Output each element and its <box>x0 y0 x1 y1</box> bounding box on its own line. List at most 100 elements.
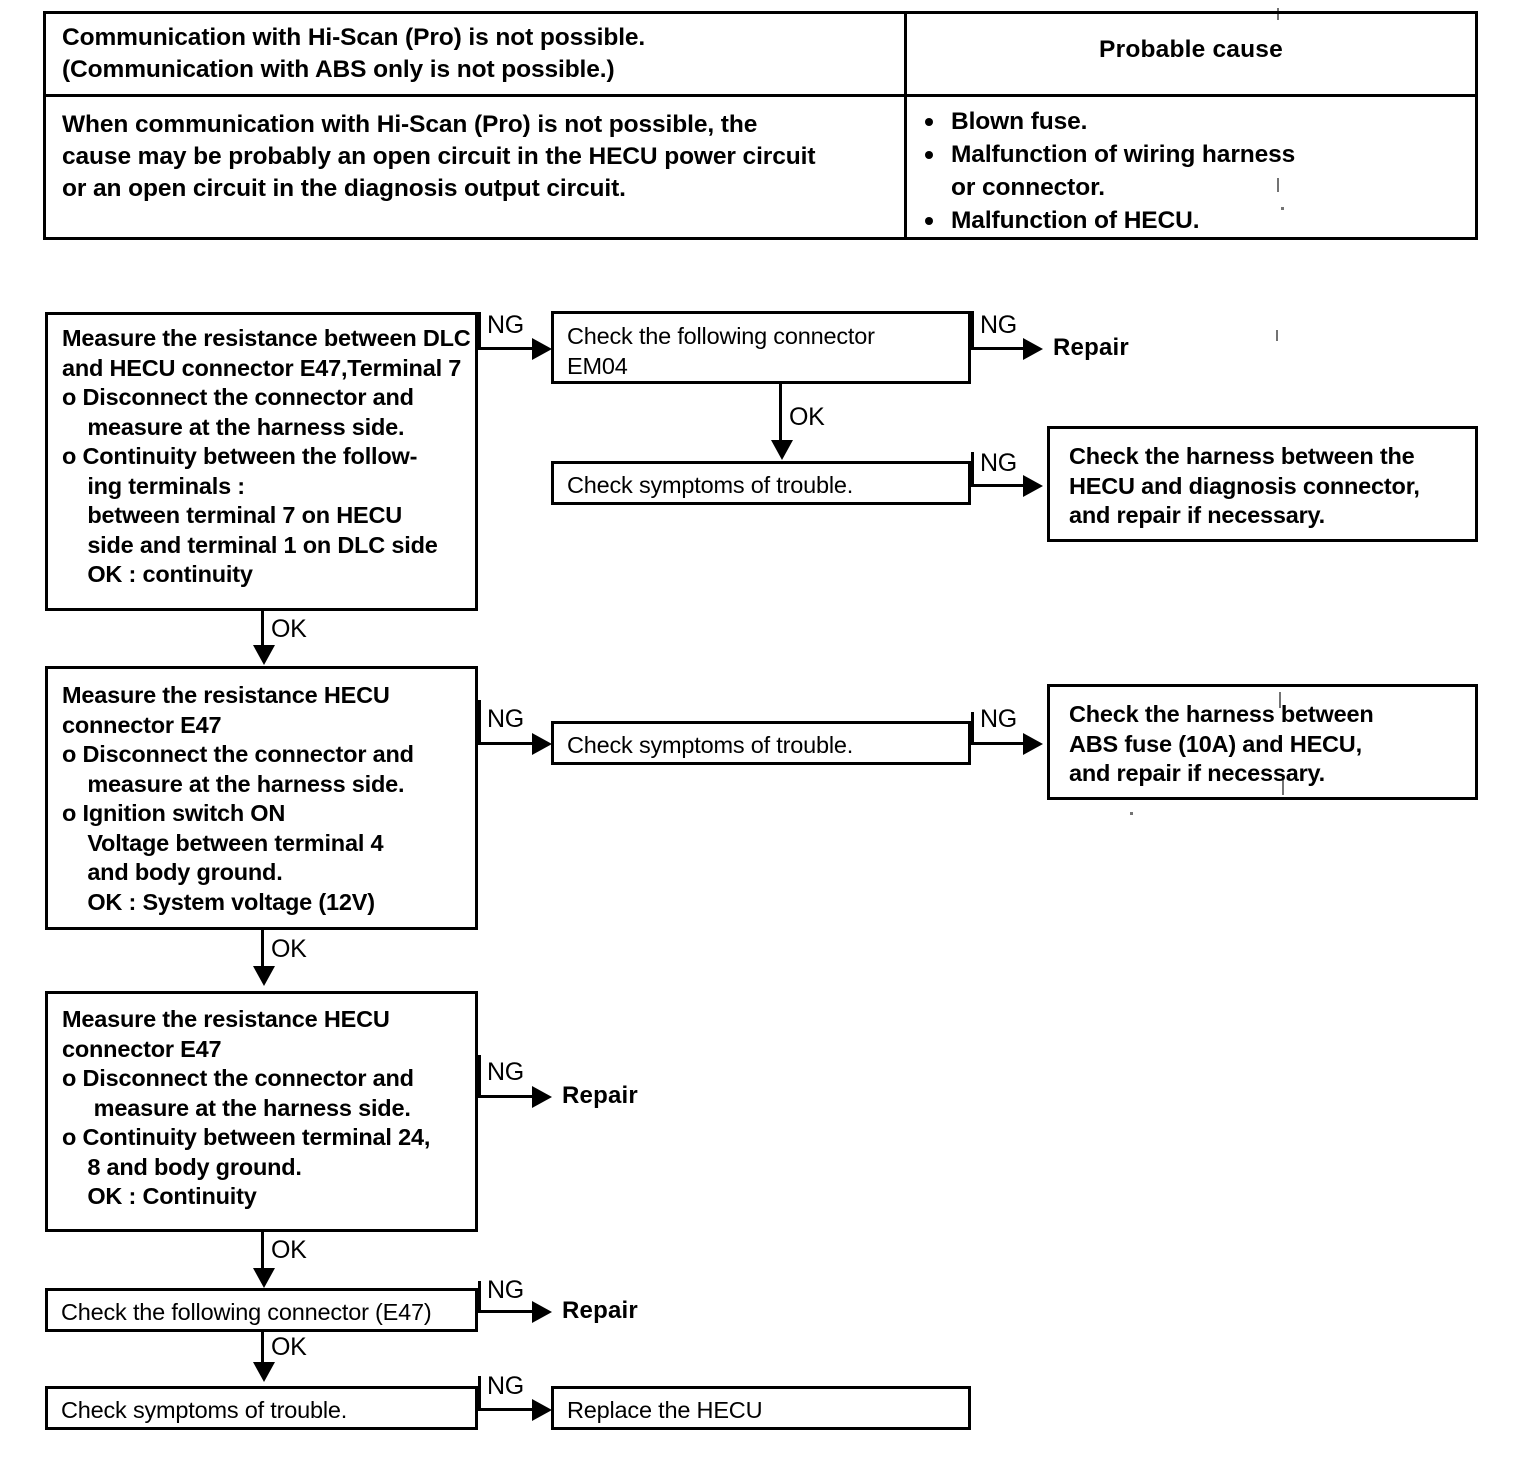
arrowhead-right <box>1023 338 1043 360</box>
flow-check-em04-text: Check the following connector EM04 <box>567 323 875 379</box>
scan-artifact <box>1276 330 1278 341</box>
edge-em04-ng-stub <box>971 311 974 347</box>
list-item: Malfunction of HECU. <box>925 204 1475 237</box>
table-body-row: When communication with Hi-Scan (Pro) is… <box>46 94 1475 237</box>
flow-step-1-box: Measure the resistance between DLC and H… <box>45 312 478 611</box>
edge-symptoms3-ng-stub <box>478 1376 481 1408</box>
probable-cause-title: Probable cause <box>1099 36 1283 63</box>
table-header-row: Communication with Hi-Scan (Pro) is not … <box>46 14 1475 94</box>
flow-check-symptoms-1-box: Check symptoms of trouble. <box>551 461 971 505</box>
edge-step1-ng-stub <box>478 312 481 348</box>
symptom-body-line-1: When communication with Hi-Scan (Pro) is… <box>62 111 758 138</box>
flow-check-symptoms-3-box: Check symptoms of trouble. <box>45 1386 478 1430</box>
edge-step3-to-repair <box>478 1095 534 1098</box>
flow-check-connector-e47-text: Check the following connector (E47) <box>61 1299 432 1325</box>
flow-check-connector-e47-box: Check the following connector (E47) <box>45 1288 478 1332</box>
symptom-body-cell: When communication with Hi-Scan (Pro) is… <box>46 97 907 237</box>
flow-repair-label-1: Repair <box>1053 334 1129 361</box>
edge-symptoms2-to-harness <box>971 742 1025 745</box>
flow-step-2-box: Measure the resistance HECU connector E4… <box>45 666 478 930</box>
edge-label-ng: NG <box>487 311 524 339</box>
edge-step1-to-em04 <box>478 347 534 350</box>
arrowhead-down <box>253 1268 275 1288</box>
edge-label-ng: NG <box>980 449 1017 477</box>
edge-label-ok: OK <box>271 1236 307 1264</box>
flow-step-3-text: Measure the resistance HECU connector E4… <box>62 1006 431 1209</box>
arrowhead-down <box>253 645 275 665</box>
flow-check-em04-box: Check the following connector EM04 <box>551 311 971 384</box>
flow-harness-dlc-text: Check the harness between the HECU and d… <box>1069 443 1420 528</box>
symptom-body-line-2: cause may be probably an open circuit in… <box>62 143 816 170</box>
bullet-icon <box>925 151 933 159</box>
flow-repair-label-3: Repair <box>562 1297 638 1324</box>
edge-symptoms1-ng-stub <box>971 452 974 484</box>
flow-check-symptoms-2-text: Check symptoms of trouble. <box>567 732 854 758</box>
arrowhead-right <box>532 1301 552 1323</box>
flow-step-1-text: Measure the resistance between DLC and H… <box>62 325 471 587</box>
edge-step2-ng-stub <box>478 700 481 742</box>
scan-artifact <box>1277 178 1279 192</box>
edge-symptoms2-ng-stub <box>971 712 974 742</box>
list-item: Blown fuse. <box>925 105 1475 138</box>
edge-label-ok: OK <box>271 935 307 963</box>
flow-harness-dlc-box: Check the harness between the HECU and d… <box>1047 426 1478 542</box>
scan-artifact <box>1282 780 1284 795</box>
arrowhead-right <box>532 733 552 755</box>
list-item: Malfunction of wiring harness or connect… <box>925 138 1475 204</box>
edge-label-ng: NG <box>980 705 1017 733</box>
probable-cause-list: Blown fuse. Malfunction of wiring harnes… <box>907 101 1475 237</box>
edge-connector-to-symptoms3 <box>261 1332 264 1366</box>
edge-step2-to-symptoms2 <box>478 742 534 745</box>
scan-artifact <box>1130 812 1133 815</box>
bullet-icon <box>925 118 933 126</box>
symptom-header-line-2: (Communication with ABS only is not poss… <box>62 56 615 83</box>
edge-step3-to-connector <box>261 1232 264 1272</box>
edge-label-ok: OK <box>789 403 825 431</box>
edge-symptoms3-to-replace <box>478 1408 534 1411</box>
edge-em04-to-repair <box>971 347 1025 350</box>
flow-replace-hecu-text: Replace the HECU <box>567 1397 763 1423</box>
symptom-header-cell: Communication with Hi-Scan (Pro) is not … <box>46 14 907 94</box>
edge-label-ok: OK <box>271 615 307 643</box>
arrowhead-down <box>253 966 275 986</box>
edge-connector-to-repair <box>478 1310 534 1313</box>
arrowhead-down <box>253 1362 275 1382</box>
edge-symptoms1-to-harness <box>971 484 1025 487</box>
edge-label-ng: NG <box>487 1372 524 1400</box>
arrowhead-right <box>532 1399 552 1421</box>
flow-check-symptoms-1-text: Check symptoms of trouble. <box>567 472 854 498</box>
cause-text: Malfunction of wiring harness <box>951 141 1296 168</box>
flow-step-3-box: Measure the resistance HECU connector E4… <box>45 991 478 1232</box>
flow-check-symptoms-3-text: Check symptoms of trouble. <box>61 1397 348 1423</box>
flow-harness-abs-fuse-text: Check the harness between ABS fuse (10A)… <box>1069 701 1374 786</box>
symptom-header-line-1: Communication with Hi-Scan (Pro) is not … <box>62 24 646 51</box>
symptom-body-line-3: or an open circuit in the diagnosis outp… <box>62 175 626 202</box>
edge-em04-to-symptoms <box>779 384 782 442</box>
edge-step1-to-step2 <box>261 611 264 649</box>
symptom-cause-table: Communication with Hi-Scan (Pro) is not … <box>43 11 1478 240</box>
edge-label-ok: OK <box>271 1333 307 1361</box>
probable-cause-header-cell: Probable cause <box>907 14 1475 94</box>
scan-artifact <box>1279 692 1281 708</box>
flow-harness-abs-fuse-box: Check the harness between ABS fuse (10A)… <box>1047 684 1478 800</box>
arrowhead-right <box>532 338 552 360</box>
edge-step3-ng-stub <box>478 1055 481 1095</box>
bullet-icon <box>925 217 933 225</box>
scan-artifact <box>1281 207 1284 210</box>
flow-check-symptoms-2-box: Check symptoms of trouble. <box>551 721 971 765</box>
edge-label-ng: NG <box>487 705 524 733</box>
arrowhead-right <box>1023 475 1043 497</box>
edge-label-ng: NG <box>487 1276 524 1304</box>
edge-step2-to-step3 <box>261 930 264 970</box>
cause-text: Malfunction of HECU. <box>951 207 1200 234</box>
probable-cause-body-cell: Blown fuse. Malfunction of wiring harnes… <box>907 97 1475 237</box>
cause-text-cont: or connector. <box>951 174 1105 201</box>
scan-artifact <box>1277 8 1279 20</box>
cause-text: Blown fuse. <box>951 108 1088 135</box>
flow-step-2-text: Measure the resistance HECU connector E4… <box>62 682 414 915</box>
flow-repair-label-2: Repair <box>562 1082 638 1109</box>
edge-label-ng: NG <box>487 1058 524 1086</box>
flow-replace-hecu-box: Replace the HECU <box>551 1386 971 1430</box>
arrowhead-right <box>1023 733 1043 755</box>
